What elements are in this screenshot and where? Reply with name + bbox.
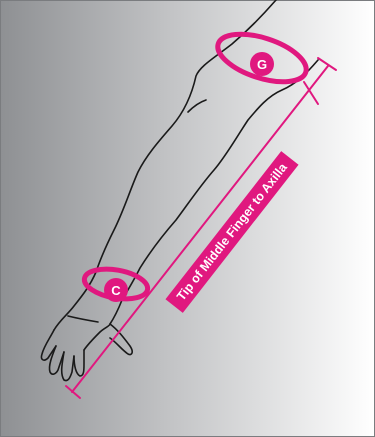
marker-c-label: C bbox=[111, 283, 121, 298]
marker-g-label: G bbox=[257, 57, 267, 72]
